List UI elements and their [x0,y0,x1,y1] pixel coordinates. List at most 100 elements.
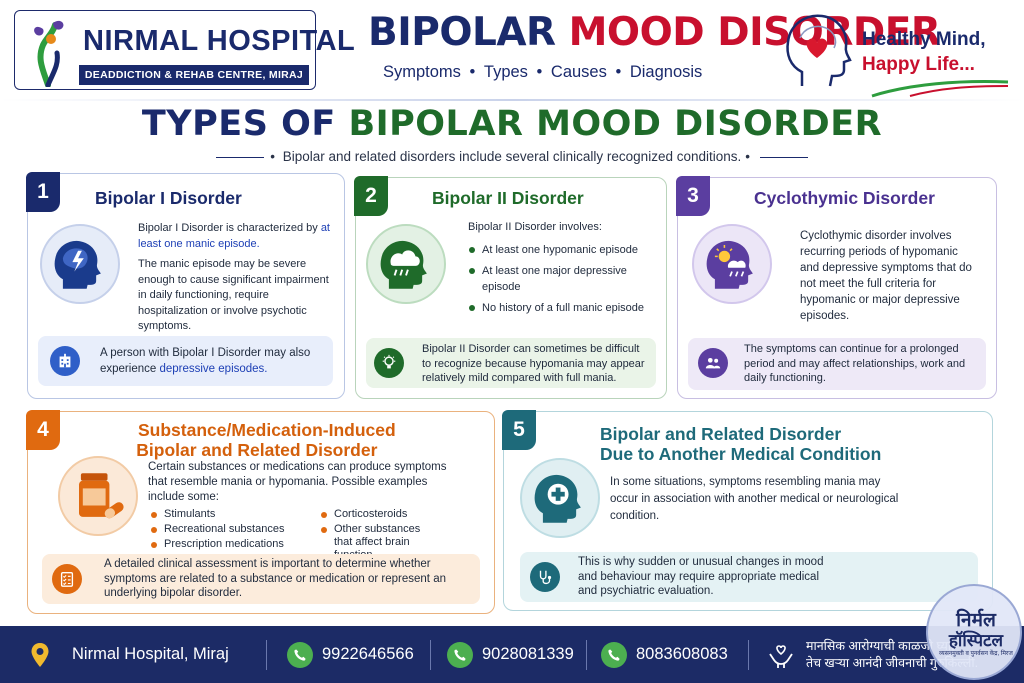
main-title-part1: BIPOLAR [368,10,556,55]
card-body: Bipolar I Disorder is characterized by a… [138,221,338,340]
footer-divider [430,640,431,670]
card-text-1: Bipolar I Disorder is characterized by [138,222,318,234]
footer-phone-1[interactable]: 9922646566 [287,626,414,683]
lightbulb-icon [374,348,404,378]
list-item: Corticosteroids [320,508,480,521]
sun-rain-head-icon [692,224,772,304]
map-pin-icon [31,642,49,667]
topics-line: Symptoms • Types • Causes • Diagnosis [381,63,704,82]
card-note: A person with Bipolar I Disorder may als… [38,336,333,386]
phone-number: 9028081339 [482,645,574,663]
card-number: 3 [676,176,710,216]
phone-icon [447,641,473,668]
footer-location[interactable]: Nirmal Hospital, Miraj [30,626,229,683]
card-body: Bipolar II Disorder involves: At least o… [468,220,658,323]
heart-hands-icon [769,644,793,668]
card-title-line2: Bipolar and Related Disorder [136,440,378,460]
card-title-line2: Due to Another Medical Condition [600,444,882,464]
section-title-part1: TYPES OF [141,104,336,144]
card-text-intro: Bipolar II Disorder involves: [468,221,602,233]
main-title-part2: MOOD DISORDER [568,10,941,55]
hospital-logo[interactable]: NIRMAL HOSPITAL DEADDICTION & REHAB CENT… [14,10,355,90]
hospital-name: NIRMAL HOSPITAL [83,25,356,57]
footer-divider [586,640,587,670]
footer-marathi-slogan: मानसिक आरोग्याची काळजी घ्या, तेच खऱ्या आ… [766,626,978,683]
card-note-text: The symptoms can continue for a prolonge… [744,343,966,384]
card-title-line1: Substance/Medication-Induced [138,420,396,440]
card-medical-condition: 5 Bipolar and Related Disorder Due to An… [502,410,993,611]
phone-icon [287,641,313,668]
card-substance-induced: 4 Substance/Medication-Induced Bipolar a… [26,410,495,614]
topic-symptoms: Symptoms [383,63,461,81]
card-title: Bipolar I Disorder [95,188,242,208]
header: NIRMAL HOSPITAL DEADDICTION & REHAB CENT… [0,0,1024,98]
phone-icon [601,641,627,668]
stamp-line1: निर्मल [956,609,996,631]
footer-divider [266,640,267,670]
list-item: Stimulants [150,508,310,521]
swoosh-decoration [871,80,1009,98]
card-number: 5 [502,410,536,450]
slogan-line2: Happy Life... [862,54,975,75]
card-note-highlight: depressive episodes. [159,363,268,375]
card-note-text: This is why sudden or unusual changes in… [578,556,824,597]
card-bipolar-2: 2 Bipolar II Disorder Bipolar II Disorde… [354,176,667,399]
card-note-text: A detailed clinical assessment is import… [104,558,446,599]
card-title-line1: Bipolar and Related Disorder [600,424,842,444]
list-item: Recreational substances [150,523,310,536]
section-title: TYPES OF BIPOLAR MOOD DISORDER [0,104,1024,144]
section-title-part2: BIPOLAR MOOD DISORDER [348,104,883,144]
list-item: No history of a full manic episode [468,301,658,317]
card-number: 4 [26,410,60,450]
topic-causes: Causes [550,63,607,81]
stamp-line2: हॉस्पिटल [948,631,1004,651]
topic-separator: • [536,63,543,81]
head-heart-icon [786,14,852,87]
card-body: Certain substances or medications can pr… [148,461,447,503]
bullet-list-left: Stimulants Recreational substances Presc… [150,508,310,553]
hospital-icon [50,346,80,376]
card-title: Bipolar II Disorder [432,188,584,208]
card-note: The symptoms can continue for a prolonge… [688,338,986,390]
footer-phone-2[interactable]: 9028081339 [447,626,574,683]
people-icon [698,348,728,378]
section-intro: • Bipolar and related disorders include … [0,149,1024,164]
card-number: 1 [26,172,60,212]
footer: Nirmal Hospital, Miraj 9922646566 902808… [0,626,1024,683]
card-note-text: Bipolar II Disorder can sometimes be dif… [422,343,645,384]
card-note: A detailed clinical assessment is import… [42,554,480,604]
card-note: Bipolar II Disorder can sometimes be dif… [366,338,656,388]
brain-cloud-icon [366,224,446,304]
card-cyclothymic: 3 Cyclothymic Disorder Cyclothymic disor… [676,176,997,399]
pill-bottle-icon [58,456,138,536]
head-medical-cross-icon [520,458,600,538]
header-divider [0,99,1024,101]
card-note: This is why sudden or unusual changes in… [520,552,978,602]
list-item: Prescription medications [150,538,310,551]
list-item: At least one hypomanic episode [468,243,658,259]
stethoscope-icon [530,562,560,592]
topic-separator: • [615,63,622,81]
card-body: In some situations, symptoms resembling … [610,476,899,522]
card-bipolar-1: 1 Bipolar I Disorder Bipolar I Disorder … [26,172,345,399]
intro-line-left [216,156,265,159]
bullet-list: At least one hypomanic episode At least … [468,243,658,317]
checklist-icon [52,564,82,594]
hospital-stamp: निर्मल हॉस्पिटल व्यसनमुक्ती व पुनर्वसन क… [926,584,1022,680]
phone-number: 9922646566 [322,645,414,663]
marathi-line1: मानसिक आरोग्याची काळजी घ्या, [806,638,955,653]
main-title: BIPOLAR MOOD DISORDER [368,10,941,55]
card-body: Cyclothymic disorder involves recurring … [800,230,972,322]
intro-line-right [759,156,808,159]
card-number: 2 [354,176,388,216]
hospital-subtitle: DEADDICTION & REHAB CENTRE, MIRAJ [79,65,309,85]
list-item: At least one major depressive episode [468,264,658,295]
dove-figure-logo-icon [34,20,64,87]
footer-phone-3[interactable]: 8083608083 [601,626,728,683]
footer-divider [748,640,749,670]
brain-lightning-icon [40,224,120,304]
intro-text: Bipolar and related disorders include se… [282,149,742,164]
location-text: Nirmal Hospital, Miraj [72,645,229,663]
phone-number: 8083608083 [636,645,728,663]
topic-separator: • [469,63,476,81]
